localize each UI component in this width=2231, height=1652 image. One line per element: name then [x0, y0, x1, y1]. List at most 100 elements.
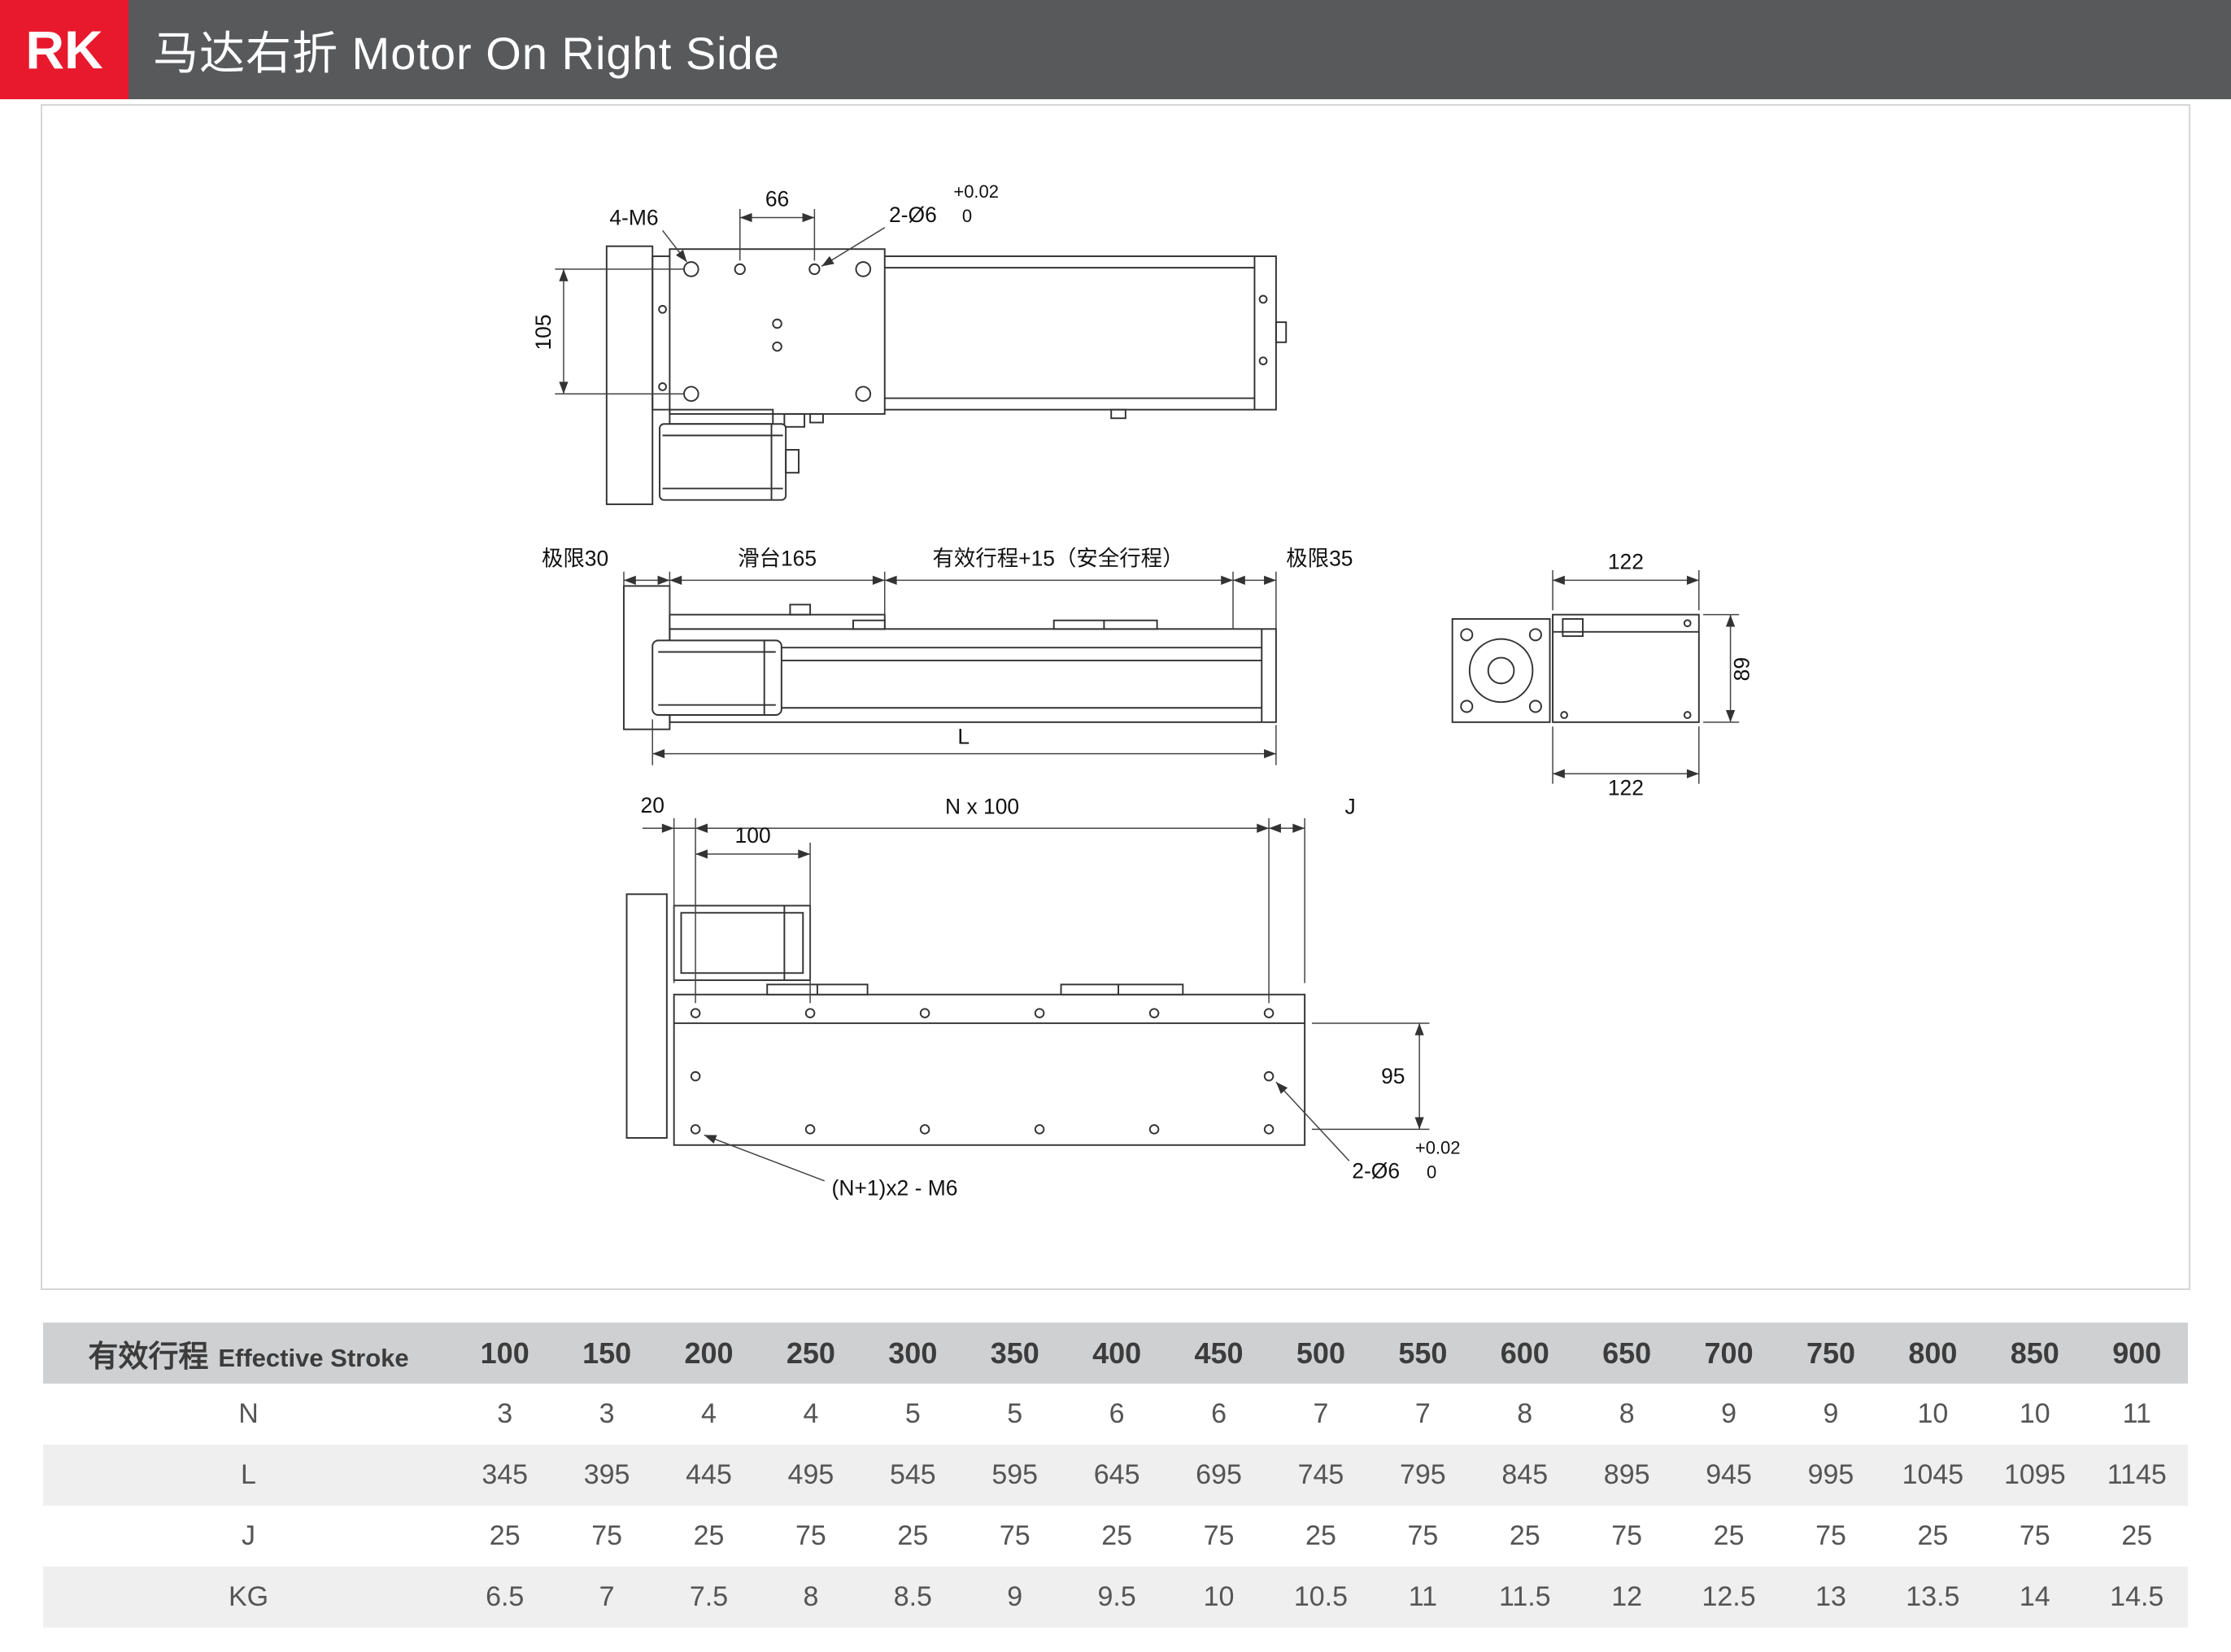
- table-cell: 995: [1807, 1459, 1854, 1490]
- dim-nx100: N x 100: [945, 795, 1019, 819]
- table-cell: 6.5: [486, 1581, 525, 1612]
- table-cell: 4: [701, 1398, 717, 1429]
- table-cell: 5: [1007, 1398, 1023, 1429]
- dim-limit-left: 极限30: [542, 547, 608, 571]
- stroke-col-header: 600: [1500, 1336, 1549, 1370]
- table-cell: 895: [1603, 1459, 1650, 1490]
- row-label: J: [242, 1520, 255, 1551]
- stroke-col-header: 650: [1602, 1336, 1652, 1370]
- table-cell: 25: [1305, 1520, 1336, 1551]
- stroke-col-header: 200: [684, 1336, 734, 1370]
- dim-slider: 滑台165: [738, 547, 817, 571]
- table-cell: 13: [1815, 1581, 1846, 1612]
- dim-stroke: 有效行程+15（安全行程）: [932, 547, 1183, 571]
- table-cell: 75: [1203, 1520, 1235, 1551]
- base-body: [673, 993, 1306, 1146]
- table-cell: 10.5: [1293, 1581, 1349, 1612]
- table-cell: 1145: [2107, 1459, 2167, 1490]
- table-cell: 75: [591, 1520, 623, 1551]
- table-cell: 4: [803, 1398, 819, 1429]
- stroke-col-header: 850: [2010, 1336, 2059, 1370]
- table-cell: 11: [2122, 1398, 2151, 1429]
- table-cell: 9: [1007, 1581, 1023, 1612]
- table-cell: 10: [1917, 1398, 1949, 1429]
- table-cell: 25: [693, 1520, 725, 1551]
- table-cell: 445: [686, 1459, 732, 1490]
- stroke-col-header: 700: [1704, 1336, 1754, 1370]
- dim-89: 89: [1729, 657, 1754, 681]
- table-cell: 595: [991, 1459, 1039, 1490]
- table-cell: 12.5: [1702, 1581, 1756, 1612]
- table-cell: 9.5: [1097, 1581, 1136, 1612]
- table-cell: 75: [1407, 1520, 1439, 1551]
- table-cell: 7: [599, 1581, 615, 1612]
- table-cell: 1045: [1902, 1459, 1964, 1490]
- dim-122-bottom: 122: [1608, 776, 1644, 800]
- row-label: N: [238, 1398, 259, 1429]
- table-cell: 75: [795, 1520, 826, 1551]
- dim-122-top: 122: [1608, 549, 1644, 573]
- bottom-view: 20 N x 100 J 100 95 (N+1)x2 - M6 2-: [625, 793, 1461, 1200]
- table-cell: 745: [1297, 1459, 1344, 1490]
- motor-block-side-view: [651, 639, 782, 716]
- table-cell: 75: [999, 1520, 1031, 1551]
- table-header-label: 有效行程 Effective Stroke: [43, 1323, 454, 1384]
- table-cell: 8: [803, 1581, 819, 1612]
- top-view: 66 4-M6 2-Ø6 +0.02 0 105: [531, 181, 1288, 505]
- table-cell: 1095: [2003, 1459, 2066, 1490]
- table-cell: 5: [904, 1398, 921, 1429]
- page-title: 马达右折 Motor On Right Side: [153, 27, 780, 79]
- table-cell: 695: [1196, 1459, 1242, 1490]
- table-cell: 6: [1109, 1398, 1125, 1429]
- stroke-col-header: 750: [1806, 1336, 1856, 1370]
- table-cell: 25: [1713, 1520, 1745, 1551]
- dim-95: 95: [1381, 1064, 1405, 1088]
- table-cell: 10: [1203, 1581, 1235, 1612]
- stroke-col-header: 350: [990, 1336, 1039, 1370]
- table-cell: 75: [1815, 1520, 1846, 1551]
- table-cell: 75: [1611, 1520, 1643, 1551]
- table-cell: 10: [2019, 1398, 2050, 1429]
- table-cell: 25: [2121, 1520, 2153, 1551]
- dim-limit-right: 极限35: [1286, 547, 1353, 571]
- table-cell: 12: [1611, 1581, 1643, 1612]
- tol-zero-bottom: 0: [1427, 1162, 1436, 1182]
- stroke-col-header: 500: [1296, 1336, 1345, 1370]
- table-cell: 345: [481, 1459, 529, 1490]
- table-cell: 795: [1399, 1459, 1446, 1490]
- tol-plus-bottom: +0.02: [1415, 1137, 1461, 1157]
- table-cell: 645: [1093, 1459, 1140, 1490]
- row-label: KG: [228, 1581, 269, 1612]
- end-view: 122 89 122: [1451, 549, 1754, 800]
- table-cell: 25: [1917, 1520, 1949, 1551]
- stroke-col-header: 300: [888, 1336, 938, 1370]
- dim-66: 66: [765, 186, 789, 211]
- stroke-col-header: 550: [1398, 1336, 1448, 1370]
- stroke-col-header: 450: [1194, 1336, 1244, 1370]
- table-cell: 14.5: [2110, 1581, 2164, 1612]
- dim-105: 105: [531, 314, 556, 350]
- table-cell: 75: [2019, 1520, 2050, 1551]
- table-cell: 395: [583, 1459, 630, 1490]
- table-cell: 25: [1509, 1520, 1540, 1551]
- side-view: 极限30 滑台165 有效行程+15（安全行程） 极限35 L: [542, 547, 1353, 765]
- carriage-plate: [669, 248, 886, 415]
- table-cell: 11: [1408, 1581, 1437, 1612]
- tol-zero-top: 0: [962, 206, 972, 226]
- table-cell: 7.5: [689, 1581, 729, 1612]
- body-section: [1552, 613, 1700, 723]
- table-cell: 25: [897, 1520, 929, 1551]
- table-cell: 13.5: [1906, 1581, 1960, 1612]
- header-label-en: Effective Stroke: [218, 1343, 409, 1372]
- header-label-zh: 有效行程: [88, 1339, 209, 1373]
- stroke-col-header: 400: [1092, 1336, 1142, 1370]
- stroke-col-header: 250: [786, 1336, 835, 1370]
- label-2d6-top: 2-Ø6: [889, 203, 937, 227]
- motor-section: [1451, 617, 1551, 723]
- tol-plus-top: +0.02: [953, 181, 999, 202]
